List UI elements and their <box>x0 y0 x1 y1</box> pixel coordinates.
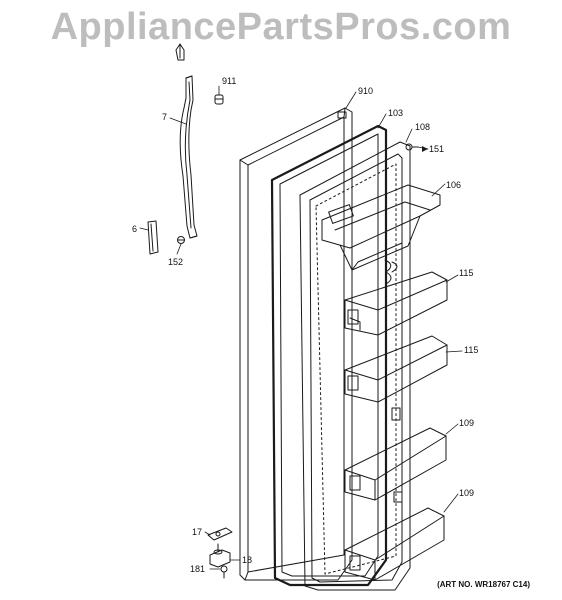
part-109-lower-door-bin <box>344 507 445 581</box>
part-18-hinge-pin <box>209 543 231 568</box>
part-7-door-handle <box>179 75 198 239</box>
callout-106: 106 <box>446 180 462 190</box>
callout-7: 7 <box>162 112 168 122</box>
art-number: (ART NO. WR18767 C14) <box>437 580 530 589</box>
part-911-plug <box>214 94 224 105</box>
part-115-upper-door-bin <box>344 271 448 336</box>
handle-top-clip <box>175 43 185 61</box>
callout-17: 17 <box>192 527 203 537</box>
callout-911: 911 <box>222 76 237 86</box>
liner-clip <box>391 407 401 421</box>
part-106-dairy-compartment <box>321 184 441 271</box>
part-152-screw <box>177 236 185 244</box>
part-151-screw <box>405 143 419 151</box>
part-115-lower-door-bin <box>344 335 448 403</box>
callout-151: 151 <box>429 144 445 154</box>
part-109-upper-door-bin <box>344 427 447 501</box>
part-103-door-gasket <box>270 124 388 587</box>
callout-109-upper: 109 <box>459 418 475 428</box>
callout-115-upper: 115 <box>459 268 474 278</box>
callout-115-lower: 115 <box>464 345 479 355</box>
callout-152: 152 <box>168 257 184 267</box>
part-181-screw <box>220 565 228 579</box>
callout-181: 181 <box>190 564 206 574</box>
callout-910: 910 <box>358 86 374 96</box>
liner-lower-clip <box>393 491 403 503</box>
site-watermark: AppliancePartsPros.com <box>50 6 512 48</box>
callout-6: 6 <box>132 224 138 234</box>
callout-151-arrow <box>422 146 428 152</box>
callout-18: 18 <box>242 555 253 565</box>
callout-109-lower: 109 <box>459 488 475 498</box>
liner-shelf-ribs <box>384 259 398 285</box>
leader-lines <box>139 85 463 570</box>
callout-108: 108 <box>415 122 431 132</box>
part-17-hinge-plate <box>207 527 233 541</box>
callout-103: 103 <box>388 108 404 118</box>
part-108-door-liner <box>299 141 411 591</box>
part-910-outer-door <box>239 107 353 581</box>
part-6-handle-insert <box>147 220 159 255</box>
